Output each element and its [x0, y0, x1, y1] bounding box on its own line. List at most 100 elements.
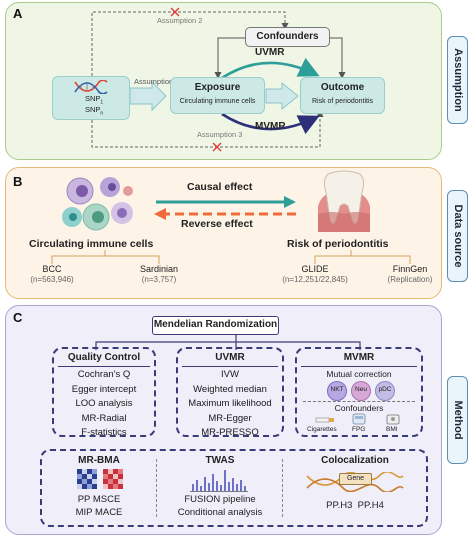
assumption2-path — [91, 11, 289, 76]
confounders-to-exposure — [214, 37, 245, 79]
mvmr-box: MVMR Mutual correction NKT Neu pDC Confo… — [295, 347, 423, 437]
assumption-side-label: Assumption — [451, 48, 464, 112]
panel-b-letter: B — [13, 174, 23, 189]
colocalization-item: PP.H3 PP.H4 — [326, 500, 384, 511]
fpg-label: FPG — [352, 426, 366, 433]
snp-box: SNP1 SNPn — [52, 76, 130, 120]
outcome-subtitle: Risk of periodontitis — [311, 98, 374, 105]
mutual-correction-label: Mutual correction — [326, 369, 392, 379]
cigarettes-label: Cigarettes — [307, 426, 337, 433]
finngen-label: FinnGen — [392, 264, 428, 274]
mrbma-item: PP MSCE — [77, 494, 121, 505]
quality-control-box: Quality Control Cochran's Q Egger interc… — [52, 347, 156, 438]
exposure-title: Exposure — [194, 82, 241, 93]
assumption3-label: Assumption 3 — [197, 130, 243, 139]
sardinian-n-label: (n=3,757) — [141, 275, 177, 284]
bcc-n-label: (n=563,946) — [30, 275, 74, 284]
cigarette-icon — [315, 417, 334, 423]
bmi-label: BMI — [386, 426, 398, 433]
uvmr-item: MR-Egger — [208, 412, 252, 424]
colocalization-title: Colocalization — [321, 455, 389, 466]
cell-pdc-label: pDC — [378, 386, 392, 393]
exposure-subtitle: Circulating immune cells — [179, 98, 256, 105]
mrbma-heatmap-icon — [77, 469, 123, 489]
assumption1-label: Assumption 1 — [134, 77, 180, 86]
qc-item: Egger intercept — [71, 383, 137, 395]
qc-item: MR-Radial — [81, 412, 127, 424]
twas-manhattan-icon — [190, 470, 248, 492]
qc-item: LOO analysis — [75, 398, 133, 409]
immune-cells-label: Circulating immune cells — [29, 238, 154, 250]
uvmr-list: IVW Weighted median Maximum likelihood M… — [178, 368, 282, 441]
cell-neu: Neu — [351, 381, 371, 401]
panel-a-arrows — [91, 7, 346, 152]
outcome-box: Outcome Risk of periodontitis — [300, 77, 385, 114]
mvmr-arc — [221, 112, 320, 135]
data-source-side-tab: Data source — [447, 190, 468, 282]
twas-item: FUSION pipeline — [184, 494, 256, 505]
assumption2-label: Assumption 2 — [157, 16, 203, 25]
mr-title: Mendelian Randomization — [153, 319, 278, 330]
sardinian-label: Sardinian — [139, 264, 179, 274]
mrbma-item: MIP MACE — [75, 507, 123, 518]
mvmr-dashed-divider — [303, 401, 415, 402]
immune-cells-icon — [62, 177, 133, 231]
mvmr-title: MVMR — [343, 352, 375, 363]
twas-item: Conditional analysis — [177, 507, 263, 518]
uvmr-title: UVMR — [215, 352, 245, 363]
qc-divider — [58, 366, 150, 367]
glide-label: GLIDE — [301, 264, 329, 274]
finngen-n-label: (Replication) — [387, 275, 433, 284]
uvmr-item: Weighted median — [193, 383, 267, 395]
periodontitis-tooth-icon — [318, 170, 370, 232]
uvmr-item: IVW — [221, 369, 239, 380]
confounders-label: Confounders — [256, 31, 319, 42]
exposure-outcome-arrow — [265, 81, 299, 111]
method-side-tab: Method — [447, 376, 468, 464]
method-divider-1 — [156, 459, 157, 517]
twas-title: TWAS — [205, 455, 235, 466]
panel-method — [5, 305, 442, 535]
fpg-icon — [352, 413, 366, 425]
snpn-label: SNPn — [85, 105, 104, 117]
advanced-methods-box — [40, 449, 428, 527]
mvmr-confounders-label: Confounders — [334, 403, 384, 413]
gene-box: Gene — [339, 473, 372, 485]
assumption2-cross-icon — [170, 7, 180, 17]
bmi-icon — [386, 414, 400, 425]
assumption1-arrow — [129, 80, 167, 112]
confounders-box: Confounders — [245, 27, 330, 47]
cell-pdc: pDC — [375, 381, 395, 401]
method-divider-2 — [282, 459, 283, 517]
uvmr-box: UVMR IVW Weighted median Maximum likelih… — [176, 347, 284, 438]
exposure-box: Exposure Circulating immune cells — [170, 77, 265, 114]
data-source-side-label: Data source — [451, 204, 464, 268]
qc-list: Cochran's Q Egger intercept LOO analysis… — [54, 368, 154, 441]
reverse-effect-label: Reverse effect — [181, 218, 253, 230]
uvmr-divider — [182, 366, 278, 367]
quality-control-title: Quality Control — [67, 352, 141, 363]
confounders-to-outcome — [330, 37, 346, 79]
cell-neu-label: Neu — [355, 386, 367, 393]
outcome-title: Outcome — [320, 82, 365, 93]
snp1-label: SNP1 — [85, 94, 104, 106]
uvmr-item: MR-PRESSO — [201, 427, 259, 438]
periodontitis-label: Risk of periodontitis — [287, 238, 389, 250]
mvmr-divider — [301, 366, 417, 367]
mr-title-box: Mendelian Randomization — [152, 316, 279, 335]
gene-label: Gene — [346, 475, 365, 482]
mvmr-label: MVMR — [255, 121, 286, 132]
mrbma-title: MR-BMA — [78, 455, 120, 466]
dna-icon — [74, 80, 108, 94]
cell-nkt: NKT — [327, 381, 347, 401]
uvmr-item: Maximum likelihood — [188, 398, 272, 409]
panel-c-letter: C — [13, 310, 23, 325]
bcc-label: BCC — [42, 264, 62, 274]
method-side-label: Method — [451, 400, 464, 440]
data-source-brackets — [51, 250, 411, 264]
cell-nkt-label: NKT — [330, 386, 344, 393]
glide-n-label: (n=12,251/22,845) — [282, 275, 348, 284]
uvmr-arc — [221, 57, 320, 80]
causal-effect-label: Causal effect — [187, 181, 253, 193]
assumption-side-tab: Assumption — [447, 36, 468, 124]
